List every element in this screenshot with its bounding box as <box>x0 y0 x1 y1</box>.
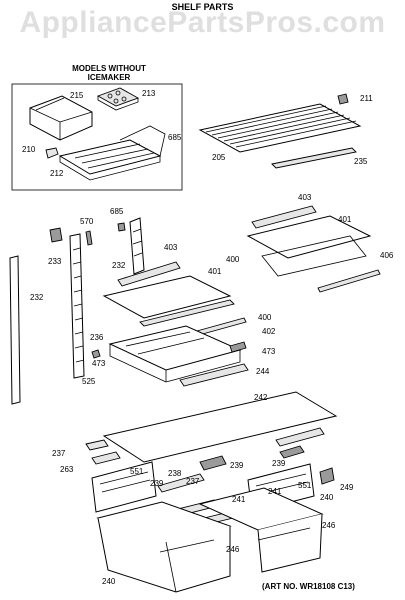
shelf-ladder-inner <box>129 217 145 275</box>
part-label: 236 <box>90 333 104 342</box>
glass-shelf-right <box>246 215 372 259</box>
clip-part <box>337 93 349 105</box>
part-label: 232 <box>112 261 126 270</box>
part-label: 241 <box>268 487 282 496</box>
screw-part-685 <box>117 222 126 232</box>
part-label: 246 <box>226 545 240 554</box>
part-label: 232 <box>30 293 44 302</box>
crisper-cover-glass <box>102 391 338 463</box>
part-label: 239 <box>150 479 164 488</box>
part-label: 212 <box>50 169 64 178</box>
part-label: 400 <box>258 313 272 322</box>
part-label: 551 <box>130 467 144 476</box>
part-label: 263 <box>60 465 74 474</box>
part-label: 237 <box>186 477 200 486</box>
part-label: 244 <box>256 367 270 376</box>
part-label: 570 <box>80 217 94 226</box>
side-ladder-left <box>9 255 21 405</box>
part-label: 210 <box>22 145 36 154</box>
part-label: 239 <box>230 461 244 470</box>
part-label: 249 <box>340 483 354 492</box>
crisper-drawer-right <box>198 487 324 573</box>
door-bin-part <box>29 95 93 141</box>
trim-bar-left <box>117 261 181 287</box>
part-label: 473 <box>262 347 276 356</box>
right-clip <box>279 445 305 459</box>
models-without-icemaker-box <box>11 83 183 191</box>
part-label: 240 <box>102 577 116 586</box>
glass-shelf-left <box>102 275 232 319</box>
part-label: 235 <box>354 157 368 166</box>
watermark: AppliancePartsPros.com <box>19 6 386 39</box>
part-label: 242 <box>254 393 268 402</box>
part-label: 233 <box>48 257 62 266</box>
center-support <box>157 473 205 493</box>
cover-support-left <box>85 439 109 451</box>
part-label: 237 <box>52 449 66 458</box>
part-label: 239 <box>272 459 286 468</box>
part-label: 406 <box>380 251 394 260</box>
part-label: 401 <box>338 215 352 224</box>
part-label: 205 <box>212 153 226 162</box>
screw-part-570 <box>85 230 93 246</box>
group-label-line2: ICEMAKER <box>87 73 131 82</box>
art-number: (ART NO. WR18108 C13) <box>262 582 355 591</box>
part-label: 246 <box>322 521 336 530</box>
part-label: 403 <box>164 243 178 252</box>
pan-clip-left <box>91 349 101 359</box>
part-label: 402 <box>262 327 276 336</box>
mount-bracket-part <box>49 227 63 243</box>
center-bracket <box>199 455 227 471</box>
egg-tray-part <box>96 87 140 111</box>
crisper-side-rail-left <box>91 461 157 513</box>
part-label: 685 <box>110 207 124 216</box>
meat-pan-part <box>108 325 242 383</box>
part-label: 240 <box>320 493 334 502</box>
latch-part <box>319 467 335 485</box>
shelf-frame-left <box>139 299 235 327</box>
part-label: 215 <box>70 91 84 100</box>
crisper-drawer-left <box>96 501 232 593</box>
tray-shelf-part <box>58 125 166 181</box>
shelf-frame-right <box>261 235 367 277</box>
part-label: 400 <box>226 255 240 264</box>
wire-shelf-part <box>198 103 362 153</box>
part-label: 238 <box>168 469 182 478</box>
diagram-title: SHELF PARTS <box>171 2 234 12</box>
group-label-line1: MODELS WITHOUT <box>72 64 146 73</box>
part-label: 551 <box>298 481 312 490</box>
part-label: 473 <box>92 359 106 368</box>
bracket-part <box>45 147 59 159</box>
part-label: 685 <box>168 133 182 142</box>
part-label: 401 <box>208 267 222 276</box>
cover-frame-front <box>91 451 121 465</box>
trim-bar-right <box>251 205 317 229</box>
part-label: 211 <box>360 94 373 103</box>
shelf-ladder-center <box>69 233 85 379</box>
shelf-rail-right <box>317 269 381 293</box>
part-label: 213 <box>142 89 156 98</box>
shelf-rail-part <box>271 147 357 169</box>
part-label: 241 <box>232 495 246 504</box>
pan-clip-right <box>229 341 247 353</box>
part-label: 403 <box>298 193 312 202</box>
part-label: 525 <box>82 377 96 386</box>
pan-rail <box>179 363 249 387</box>
cover-support-right <box>275 427 325 447</box>
